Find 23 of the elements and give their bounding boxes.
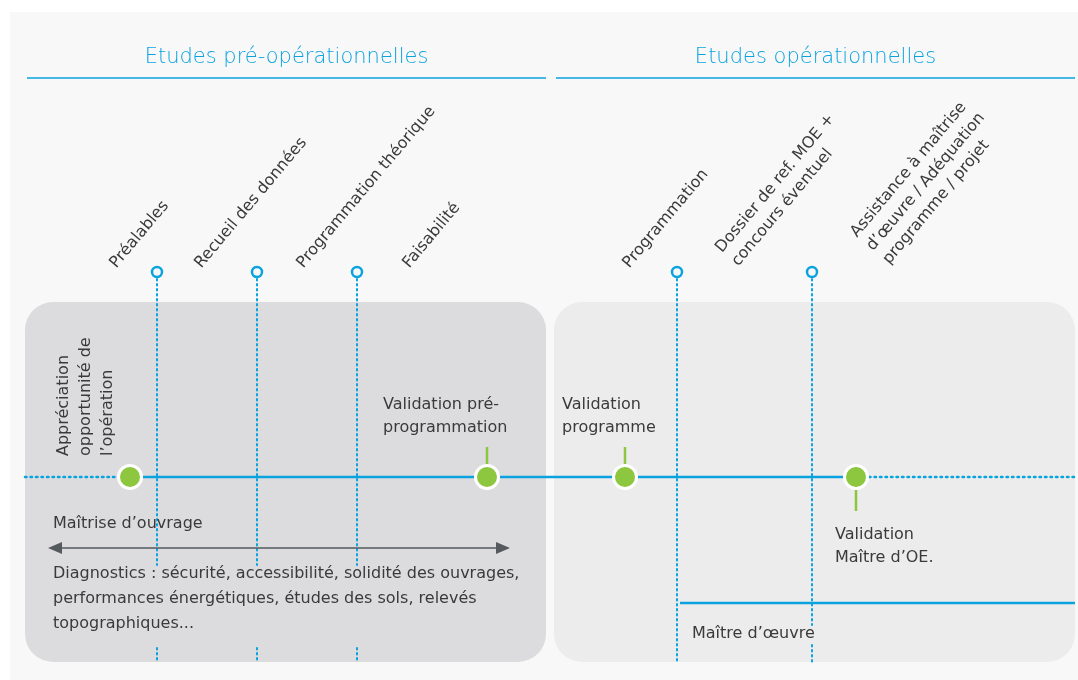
- timeline-line: [23, 475, 119, 479]
- leader-line: [485, 447, 489, 464]
- milestone-label: Validation Maître d’OE.: [835, 522, 965, 568]
- phase-panel: [554, 302, 1075, 662]
- timeline-line: [638, 475, 843, 479]
- milestone-label: Validation programme: [562, 392, 672, 438]
- phase-heading: Etudes pré-opérationnelles: [143, 44, 430, 68]
- milestone-dot: [117, 464, 143, 490]
- phase-panel: [25, 302, 546, 662]
- leader-line: [854, 490, 858, 511]
- milestone-dot: [843, 464, 869, 490]
- timeline-line: [867, 475, 1077, 479]
- note-text: Diagnostics : sécurité, accessibilité, solidité des ouvrages, performances énergétiques, études des sols, relevés topographiques...: [53, 562, 521, 634]
- actor-label: Maîtrise d’ouvrage: [53, 512, 204, 534]
- vertical-caption: Appréciation opportunité de l’opération: [52, 336, 117, 456]
- timeline-line: [500, 475, 612, 479]
- leader-line: [623, 447, 627, 464]
- phase-heading: Etudes opérationnelles: [693, 44, 938, 68]
- actor-label: Maître d’œuvre: [692, 622, 816, 644]
- milestone-label: Validation pré-programmation: [383, 392, 533, 438]
- milestone-dot: [474, 464, 500, 490]
- timeline-line: [143, 475, 474, 479]
- milestone-dot: [612, 464, 638, 490]
